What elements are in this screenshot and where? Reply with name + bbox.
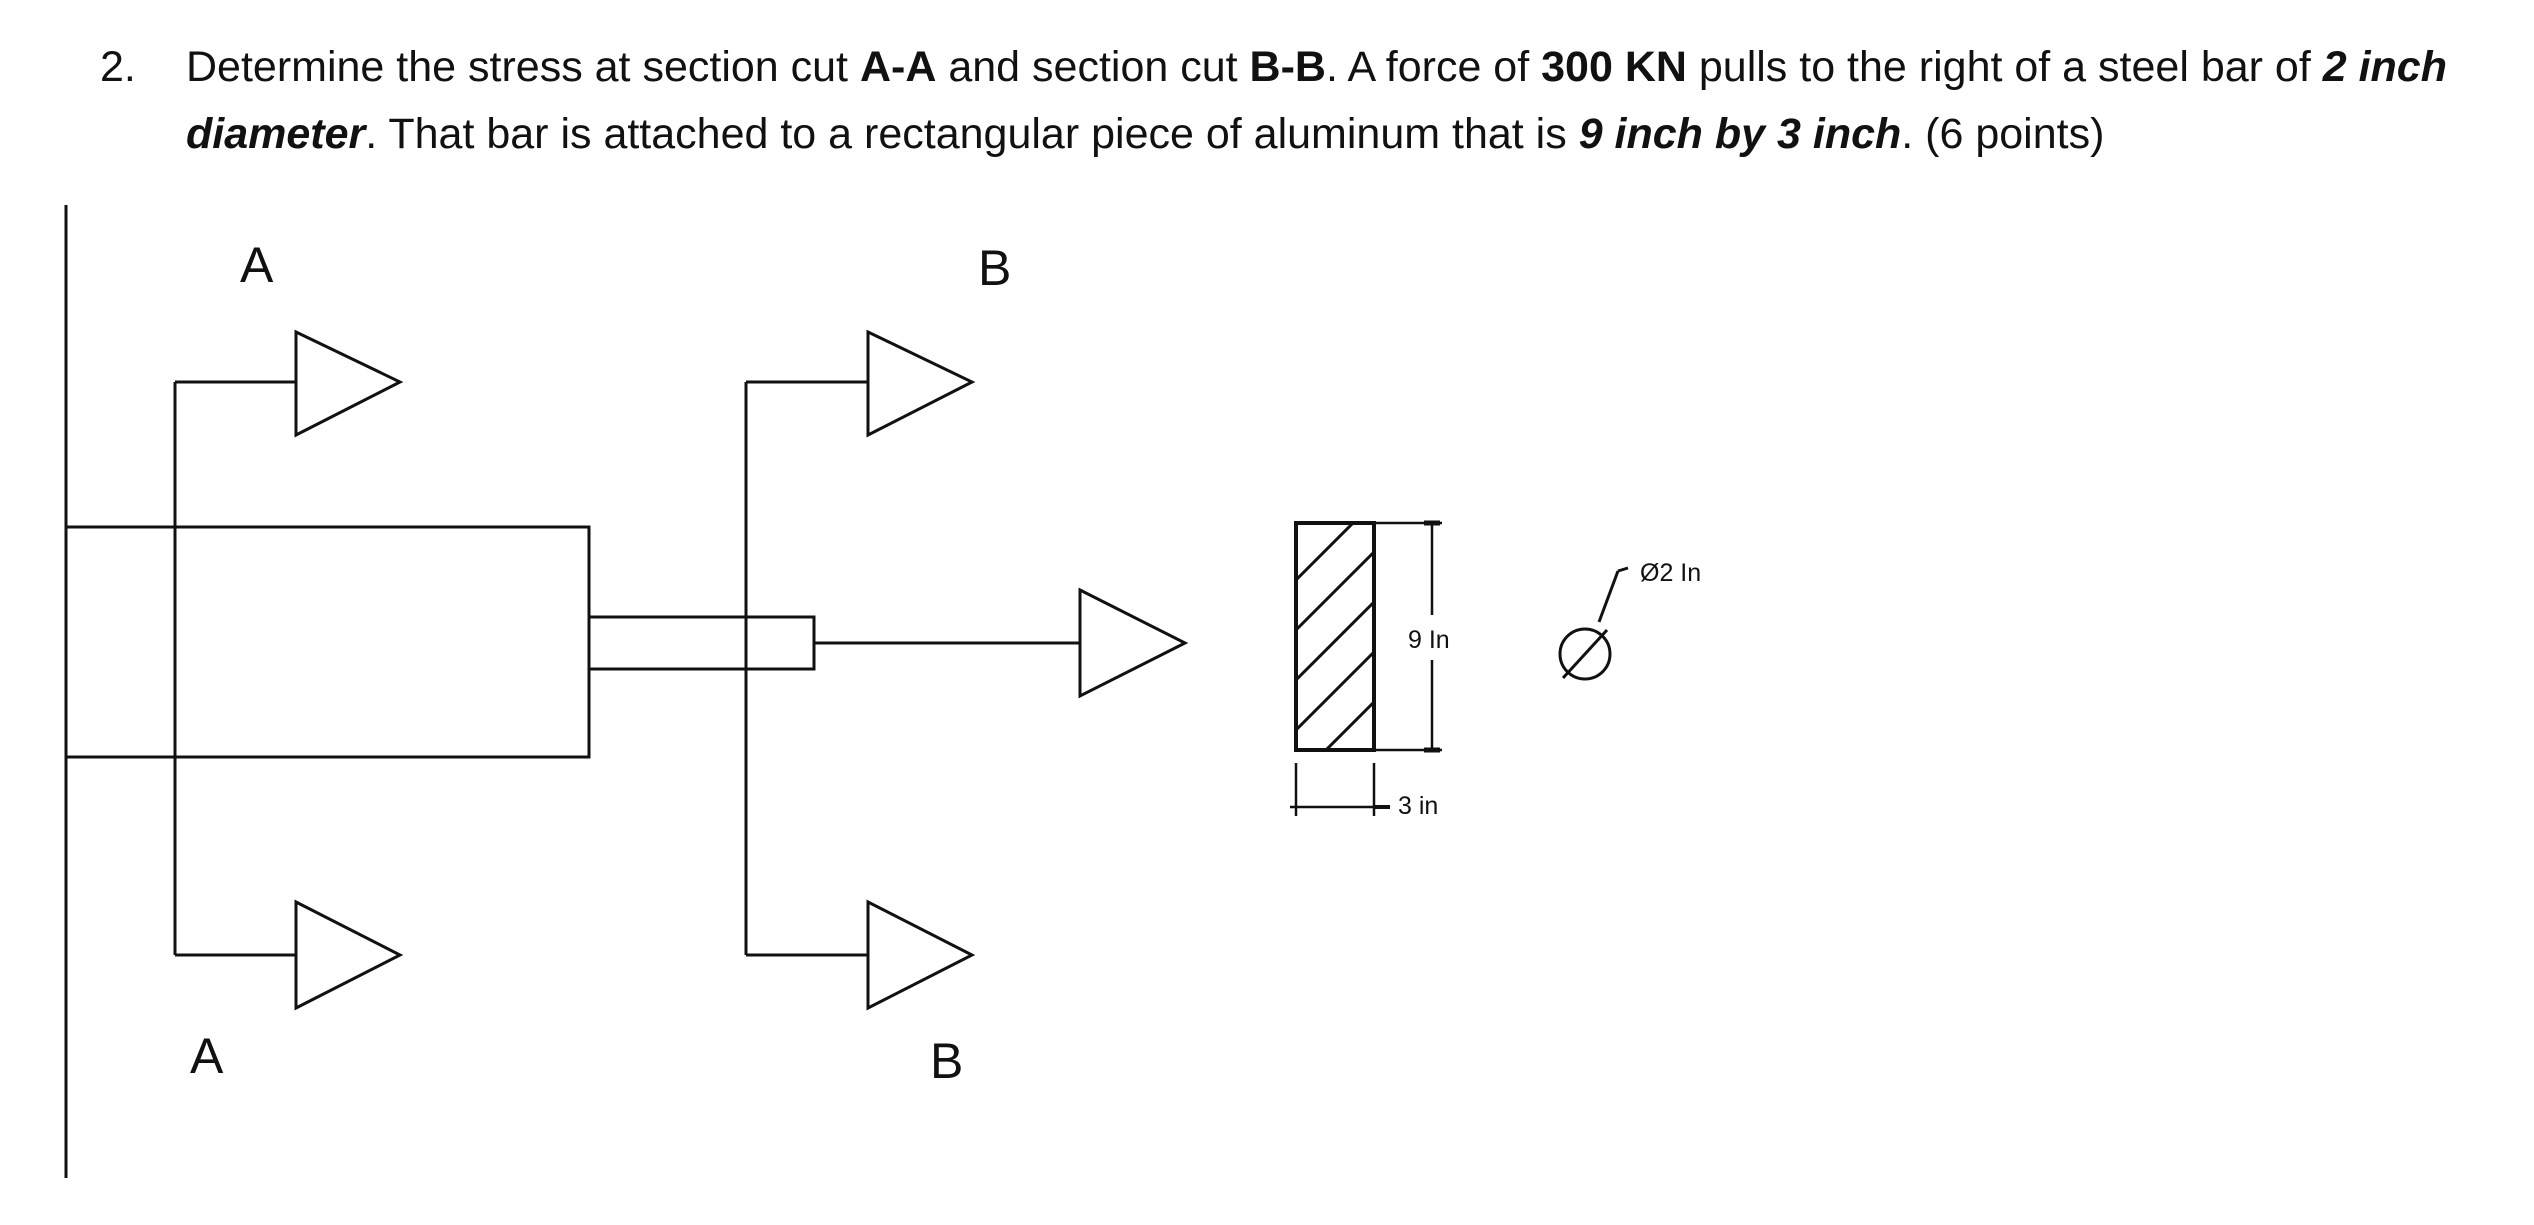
problem-number: 2.	[100, 43, 136, 91]
section-cut-b-ref: B-B	[1249, 43, 1326, 91]
section-b-top-label: B	[978, 240, 1011, 296]
width-dimension-label: 3 in	[1398, 792, 1438, 820]
problem-text-part: . (6 points)	[1901, 110, 2105, 158]
force-value: 300 KN	[1541, 43, 1687, 91]
height-dimension	[1374, 520, 1442, 753]
section-a-bottom-label: A	[190, 1028, 224, 1084]
section-b-top-arrow-icon	[866, 329, 976, 438]
section-b-bottom-arrow-icon	[866, 899, 976, 1011]
steel-bar	[587, 615, 816, 671]
problem-text-part: . That bar is attached to a rectangular …	[365, 110, 1579, 158]
height-dimension-label: 9 In	[1408, 626, 1450, 654]
section-a-top-arrow-icon	[294, 329, 404, 438]
problem-text-part: . A force of	[1325, 43, 1542, 91]
bar-diameter-value: 2 inch diameter	[186, 43, 2447, 158]
problem-statement: 2. Determine the stress at section cut A…	[100, 34, 2520, 168]
section-a-top-label: A	[240, 237, 274, 293]
aluminum-block	[64, 525, 591, 759]
problem-text-part: and section cut	[936, 43, 1250, 91]
force-arrow-icon	[1078, 587, 1189, 699]
section-cut-a	[173, 329, 404, 1011]
section-cut-a-ref: A-A	[859, 43, 937, 91]
problem-text-part: Determine the stress at section cut	[186, 43, 860, 91]
problem-text: Determine the stress at section cut A-A …	[186, 34, 2520, 168]
width-dimension	[1290, 763, 1390, 816]
section-b-bottom-label: B	[930, 1033, 963, 1089]
diameter-label: Ø2 In	[1640, 559, 1701, 587]
problem-text-part: pulls to the right of a steel bar of	[1686, 43, 2323, 91]
section-a-bottom-arrow-icon	[294, 899, 404, 1011]
diameter-symbol-icon	[1558, 566, 1629, 681]
plate-size-value: 9 inch by 3 inch	[1578, 110, 1902, 158]
rectangular-cross-section	[1294, 521, 1376, 752]
section-cut-b	[744, 329, 976, 1011]
hatch-pattern	[1296, 523, 1374, 750]
